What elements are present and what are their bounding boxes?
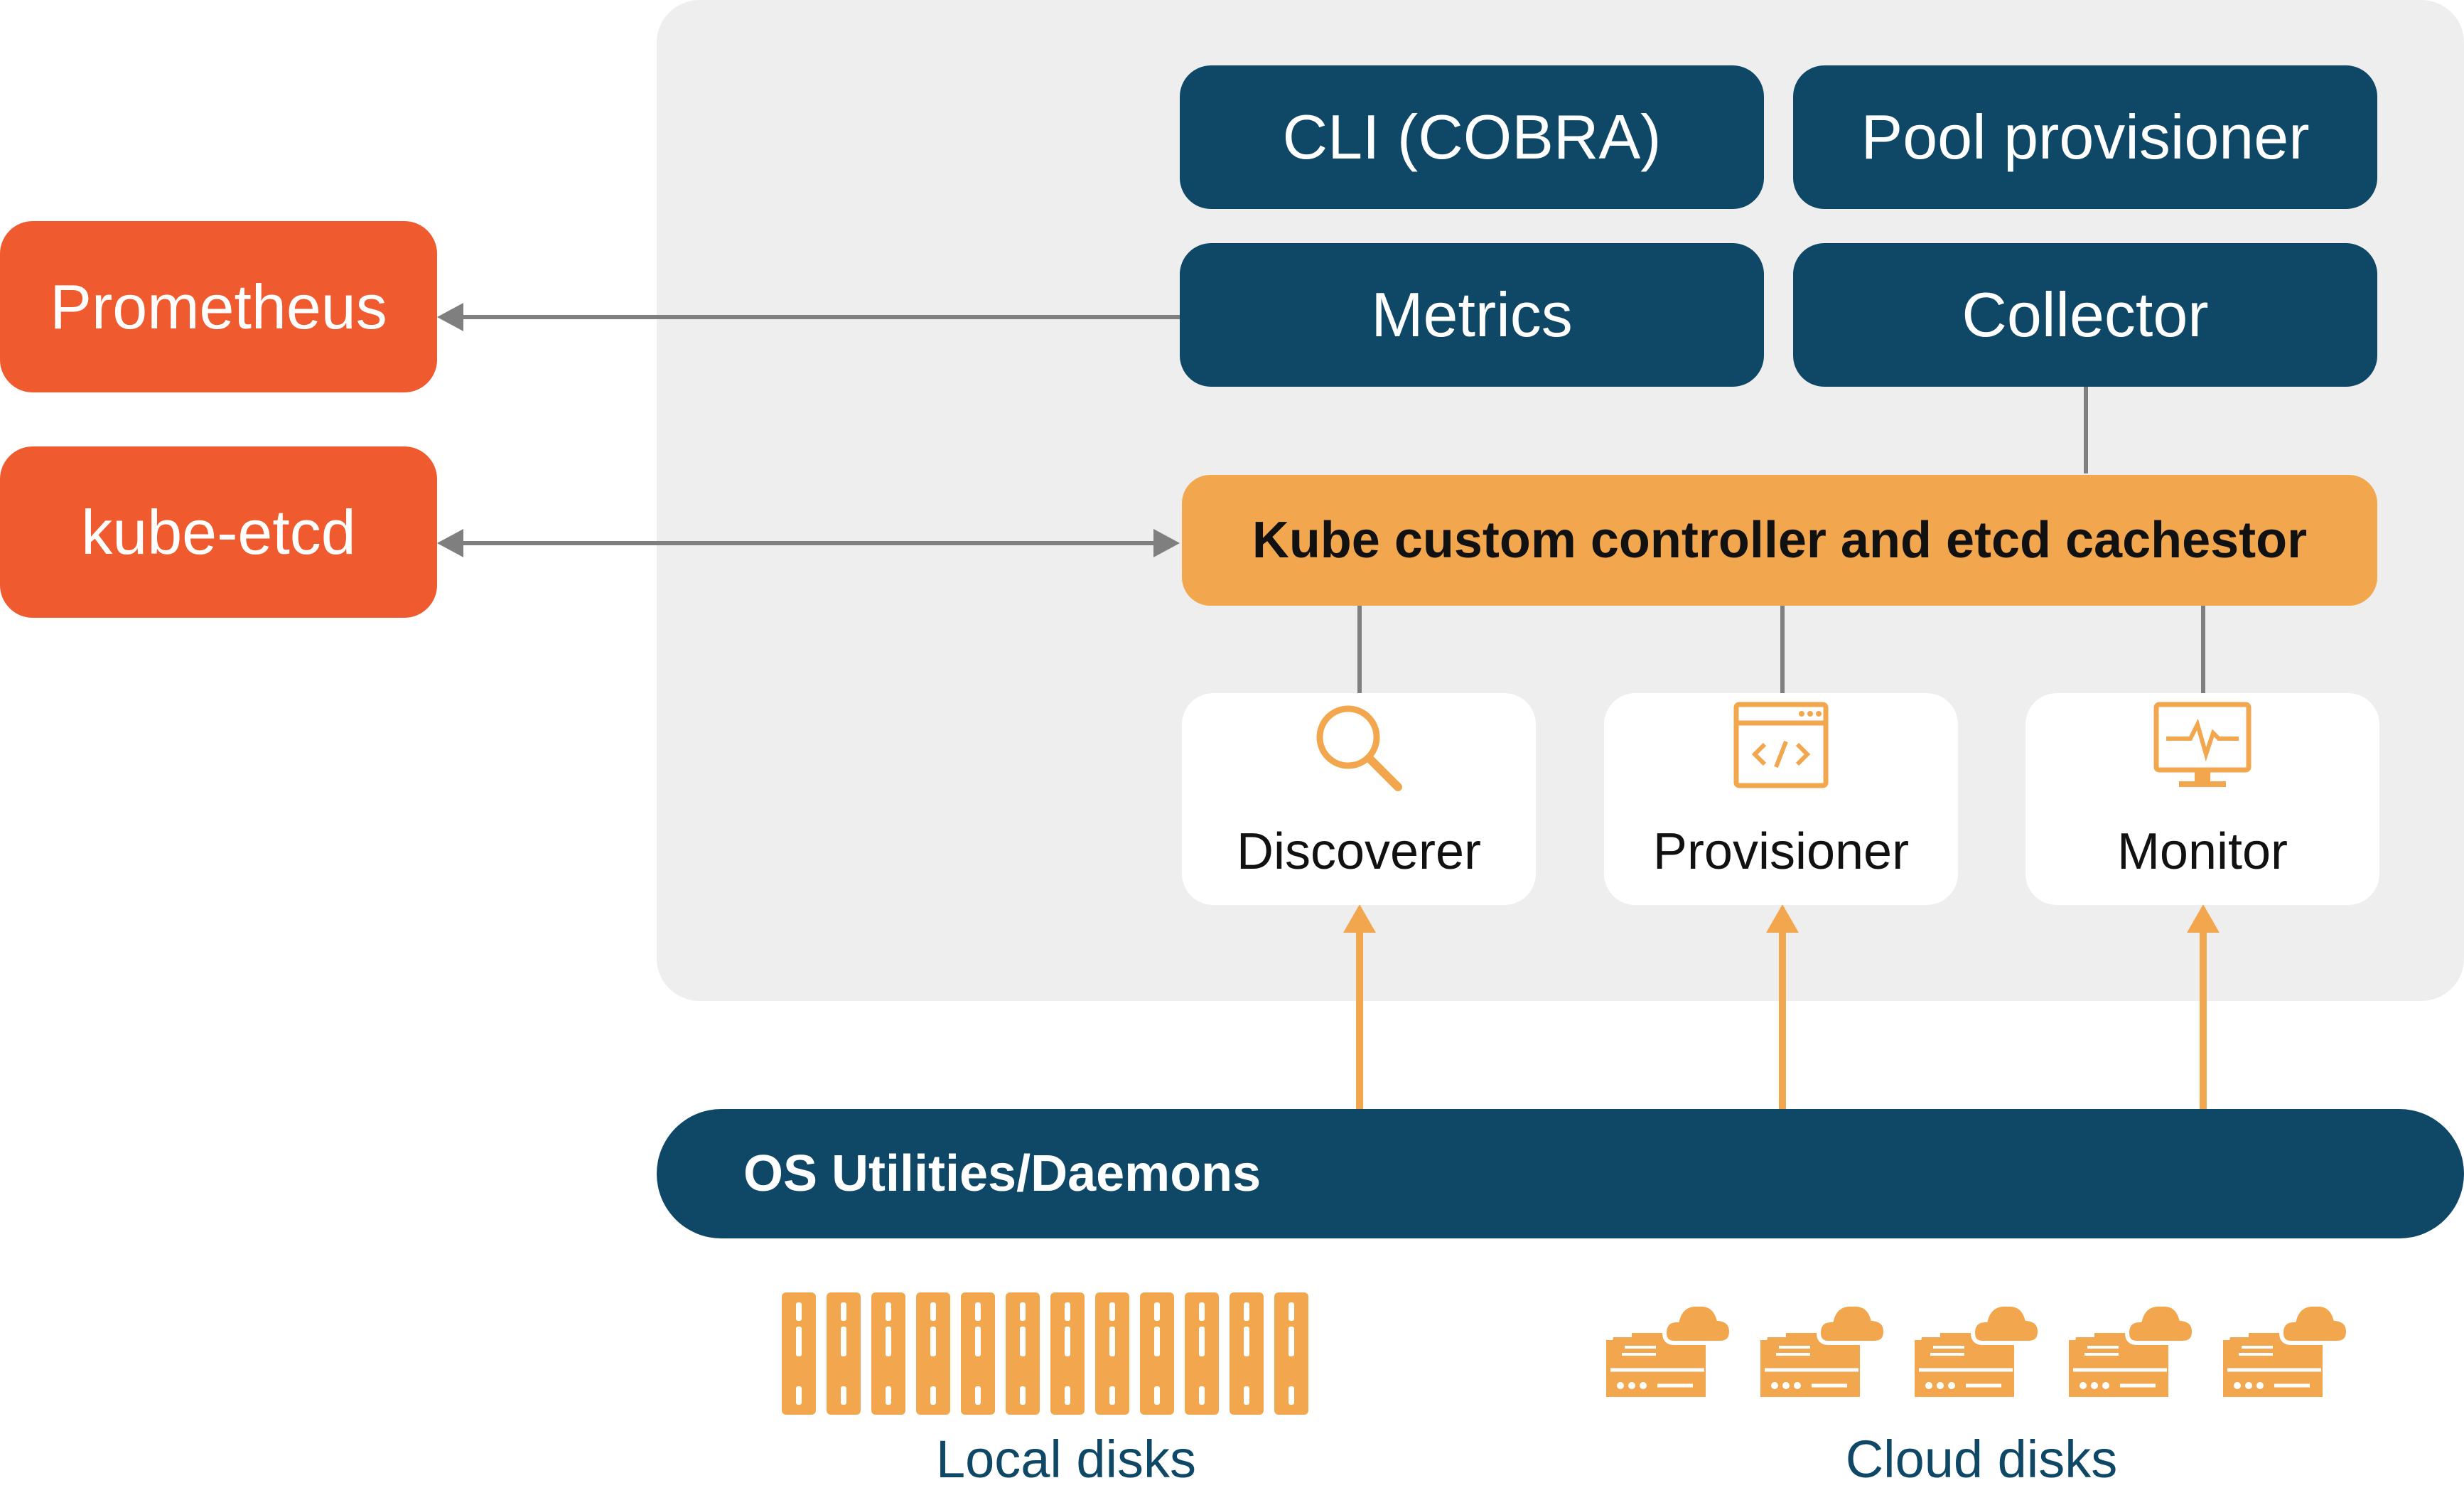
metrics-label: Metrics <box>1371 279 1573 350</box>
os-utilities-bar: OS Utilities/Daemons <box>657 1109 2464 1238</box>
cloud-disks-label: Cloud disks <box>1845 1430 2118 1489</box>
kube-etcd-label: kube-etcd <box>81 496 356 567</box>
collector-box: Collector <box>1793 243 2377 387</box>
code-window-icon <box>1733 702 1829 788</box>
magnifier-icon <box>1316 705 1402 791</box>
provisioner-card: Provisioner <box>1604 693 1958 905</box>
pool-provisioner-box: Pool provisioner <box>1793 65 2377 209</box>
cli-label: CLI (COBRA) <box>1282 102 1662 172</box>
cli-box: CLI (COBRA) <box>1180 65 1764 209</box>
discoverer-card: Discoverer <box>1182 693 1536 905</box>
prometheus-box: Prometheus <box>0 221 437 392</box>
os-utilities-label: OS Utilities/Daemons <box>743 1145 1261 1202</box>
prometheus-label: Prometheus <box>50 271 387 342</box>
kube-etcd-box: kube-etcd <box>0 446 437 618</box>
cloud-drive-icon <box>1599 1290 2360 1418</box>
monitor-label: Monitor <box>2116 823 2288 880</box>
metrics-box: Metrics <box>1180 243 1764 387</box>
collector-label: Collector <box>1962 279 2209 350</box>
local-disks-label: Local disks <box>935 1430 1197 1489</box>
server-rack-icon <box>782 1292 1308 1415</box>
controller-box: Kube custom controller and etcd cachesto… <box>1182 475 2377 606</box>
discoverer-label: Discoverer <box>1236 823 1482 880</box>
pool-provisioner-label: Pool provisioner <box>1861 102 2310 172</box>
provisioner-label: Provisioner <box>1652 823 1910 880</box>
controller-label: Kube custom controller and etcd cachesto… <box>1252 512 2308 569</box>
monitor-pulse-icon <box>2153 702 2252 787</box>
monitor-card: Monitor <box>2025 693 2379 905</box>
